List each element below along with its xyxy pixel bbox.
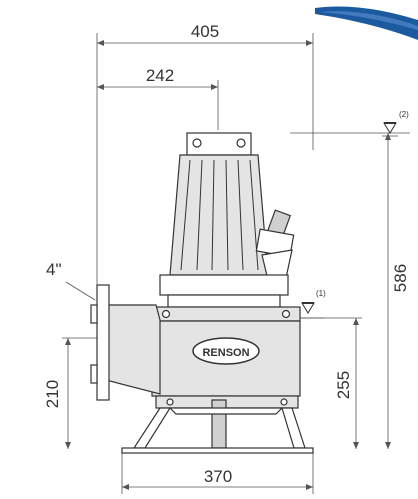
dim-inlet-height: 255 — [300, 317, 362, 449]
lower-casing — [155, 395, 299, 409]
level-lower-label: (1) — [316, 289, 326, 298]
volute-top-rim — [151, 306, 301, 322]
dim-base-width: 370 — [121, 452, 314, 494]
label-outlet-size: 4" — [46, 260, 96, 301]
dim-total-height: 586 — [290, 132, 410, 449]
dim-outlet-to-axis: 242 — [97, 66, 219, 130]
level-marker-upper: (2) — [382, 110, 409, 137]
level-marker-lower: (1) — [296, 289, 326, 319]
stand-leg-left — [132, 407, 172, 449]
dim-overall-width: 405 — [96, 22, 314, 290]
dim-overall-width-label: 405 — [191, 22, 219, 41]
dim-outlet-to-axis-label: 242 — [146, 66, 174, 85]
pump-body: RENSON — [90, 132, 314, 454]
motor-ribs — [180, 159, 259, 271]
dim-outlet-height-label: 210 — [43, 380, 62, 408]
discharge-flange — [96, 284, 110, 401]
level-upper-label: (2) — [399, 110, 409, 119]
dim-base-width-label: 370 — [204, 467, 232, 486]
dim-outlet-height: 210 — [43, 337, 100, 449]
blue-swoosh-highlight — [320, 11, 418, 30]
brand-name: RENSON — [202, 347, 249, 359]
discharge-pipe — [105, 304, 161, 395]
brand-badge — [192, 337, 260, 365]
dim-total-height-label: 586 — [391, 264, 410, 292]
dim-inlet-height-label: 255 — [334, 371, 353, 399]
motor-flange — [159, 274, 289, 296]
base-plate — [121, 447, 314, 454]
motor-housing — [169, 154, 269, 276]
blue-swoosh — [315, 6, 418, 40]
stand-leg-right — [281, 407, 306, 449]
inlet-shaft — [211, 399, 227, 449]
outlet-size-label: 4" — [46, 260, 62, 279]
motor-neck — [167, 294, 281, 308]
cable-gland — [255, 209, 295, 281]
